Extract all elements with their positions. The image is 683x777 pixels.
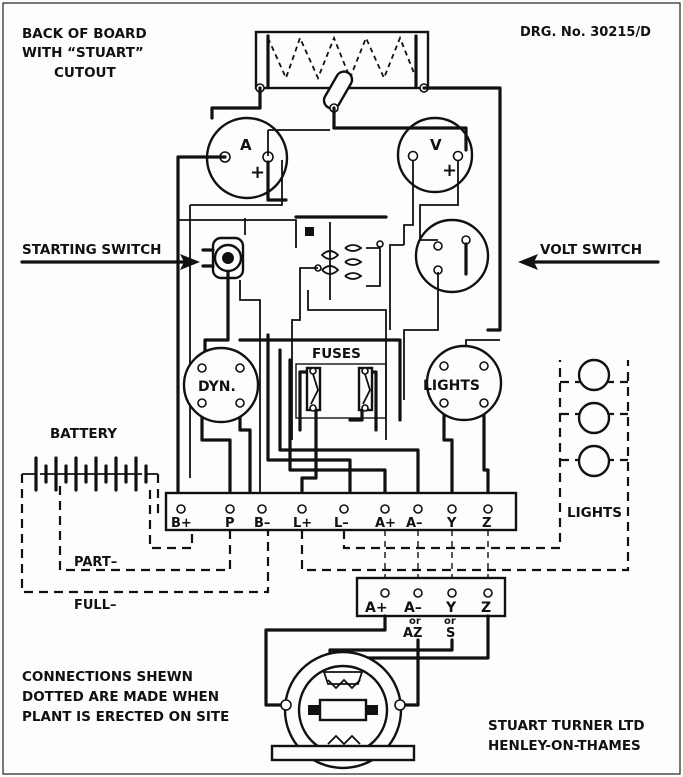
drawing-number: DRG. No. 30215/D <box>520 25 651 40</box>
cutout-arm <box>322 70 354 110</box>
plant-terminal-strip: A+ A– Y Z or AZ or S <box>355 576 507 641</box>
cutout-posts <box>266 34 418 88</box>
note-line-2: DOTTED ARE MADE WHEN <box>22 689 219 705</box>
plant-terminal-box <box>355 576 507 618</box>
lights-lamps <box>577 358 611 478</box>
voltmeter-label: V <box>430 136 442 154</box>
title-line-3: CUTOUT <box>54 65 117 81</box>
starting-switch-arrow-icon <box>180 254 200 270</box>
site-connections: PART– FULL– LIGHTS <box>20 360 630 613</box>
lamp-2 <box>577 401 611 435</box>
lights-lamps-label: LIGHTS <box>567 505 622 521</box>
ammeter-label: A <box>240 136 252 154</box>
maker-line-1: STUART TURNER LTD <box>488 718 645 734</box>
plant-alt-az: AZ <box>403 626 423 641</box>
dynamo-armature <box>318 698 368 722</box>
plant-alt-s: S <box>446 626 455 641</box>
maker-line-2: HENLEY-ON-THAMES <box>488 738 641 754</box>
volt-switch-arrow-icon <box>518 254 538 270</box>
volt-switch-body <box>414 218 490 294</box>
starting-switch <box>201 236 245 280</box>
dynamo-base <box>270 744 416 762</box>
cutout-coil <box>267 35 417 81</box>
terminal-b-plus: B+ <box>171 516 192 531</box>
starting-switch-label: STARTING SWITCH <box>22 242 161 258</box>
relay <box>294 215 388 300</box>
dynamo-machine <box>264 614 490 770</box>
volt-switch-callout: VOLT SWITCH <box>518 242 660 270</box>
volt-switch <box>414 218 490 294</box>
plant-terminal-a-plus: A+ <box>365 600 388 616</box>
terminal-l-minus: L– <box>334 516 349 531</box>
plant-or-1: or <box>409 616 421 627</box>
full-label: FULL– <box>74 598 117 613</box>
terminal-l-plus: L+ <box>293 516 312 531</box>
plant-or-2: or <box>444 616 456 627</box>
cutout <box>254 30 430 113</box>
plant-terminal-z: Z <box>481 600 491 616</box>
terminal-a-minus: A– <box>406 516 423 531</box>
dynamo-meter: DYN. <box>182 346 260 424</box>
volt-switch-label: VOLT SWITCH <box>540 242 642 258</box>
plant-terminal-y: Y <box>445 600 457 616</box>
terminal-z: Z <box>482 516 491 531</box>
plant-terminal-a-minus: A– <box>404 600 422 616</box>
terminal-p: P <box>225 516 235 531</box>
main-terminal-strip: B+ P B– L+ L– A+ A– Y Z <box>164 491 518 532</box>
lamp-1 <box>577 358 611 392</box>
lights-meter: LIGHTS <box>423 344 503 422</box>
ammeter-plus: + <box>250 162 265 183</box>
fuses: FUSES <box>295 346 387 419</box>
battery: BATTERY <box>22 426 158 492</box>
battery-label: BATTERY <box>50 426 117 442</box>
voltmeter-plus: + <box>442 160 457 181</box>
fuses-label: FUSES <box>312 346 361 362</box>
terminal-y: Y <box>446 516 457 531</box>
note-line-1: CONNECTIONS SHEWN <box>22 669 193 685</box>
lamp-3 <box>577 444 611 478</box>
note-line-3: PLANT IS ERECTED ON SITE <box>22 709 229 725</box>
terminal-a-plus: A+ <box>375 516 396 531</box>
starting-switch-callout: STARTING SWITCH <box>20 242 200 270</box>
maker-block: STUART TURNER LTD HENLEY-ON-THAMES <box>488 718 645 754</box>
title-line-2: WITH “STUART” <box>22 45 144 61</box>
dynamo-label: DYN. <box>198 379 236 395</box>
terminal-b-minus: B– <box>254 516 270 531</box>
title-block: BACK OF BOARD WITH “STUART” CUTOUT <box>22 26 147 81</box>
part-label: PART– <box>74 555 117 570</box>
voltmeter-dial <box>396 116 474 194</box>
voltmeter: V + <box>396 116 474 194</box>
site-note: CONNECTIONS SHEWN DOTTED ARE MADE WHEN P… <box>22 669 229 725</box>
lights-meter-label: LIGHTS <box>423 378 480 394</box>
title-line-1: BACK OF BOARD <box>22 26 147 42</box>
